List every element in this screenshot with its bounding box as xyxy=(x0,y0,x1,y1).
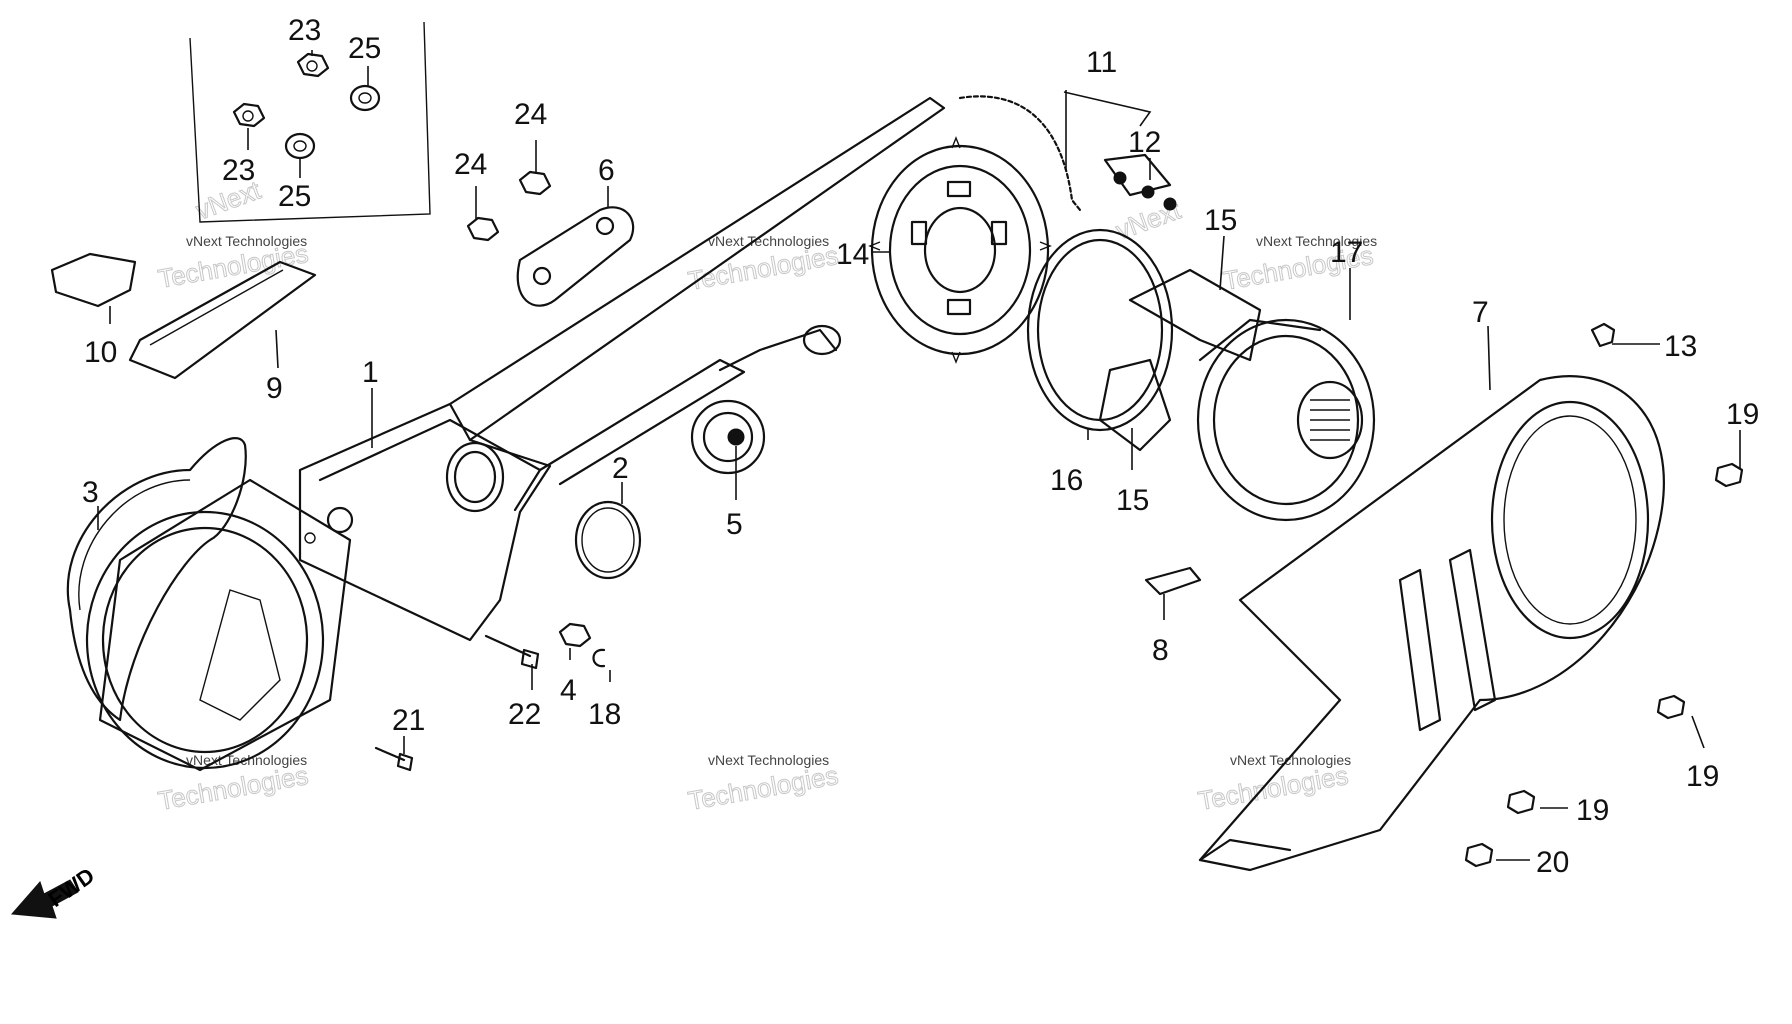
part-8-clip xyxy=(1144,566,1202,596)
part-2-cap xyxy=(574,500,642,580)
callout-21: 21 xyxy=(392,704,425,737)
part-3-gasket xyxy=(66,437,247,722)
watermark-layer: vNext Technologies Technologies vNext Te… xyxy=(155,174,1377,816)
part-1-chain-case xyxy=(298,96,946,642)
part-6-plate xyxy=(516,206,635,307)
fwd-label: FWD xyxy=(44,863,99,912)
callout-2: 2 xyxy=(612,452,629,485)
callout-10: 10 xyxy=(84,336,117,369)
crankcase-cover xyxy=(85,478,352,772)
watermark-small: vNext Technologies xyxy=(708,233,829,249)
callout-18: 18 xyxy=(588,698,621,731)
part-12-master-link xyxy=(1103,153,1177,211)
watermark-small: vNext Technologies xyxy=(1230,752,1351,768)
callout-12: 12 xyxy=(1128,126,1161,159)
part-5-tensioner-roller xyxy=(690,324,842,475)
watermark-big: Technologies xyxy=(156,760,311,816)
callout-19a: 19 xyxy=(1726,398,1759,431)
callout-4: 4 xyxy=(560,674,577,707)
part-7-chain-guard xyxy=(1198,375,1665,872)
watermark-big: Technologies xyxy=(686,760,841,816)
callout-3: 3 xyxy=(82,476,99,509)
fwd-arrow: FWD xyxy=(10,863,99,919)
callout-20: 20 xyxy=(1536,846,1569,879)
callout-24a: 24 xyxy=(514,98,547,131)
watermark-big: Technologies xyxy=(1196,760,1351,816)
part-16-brake-panel xyxy=(1026,228,1174,432)
part-17-hub-drum xyxy=(1196,318,1376,522)
hardware-bracket xyxy=(189,21,431,223)
callout-5: 5 xyxy=(726,508,743,541)
callout-19c: 19 xyxy=(1576,794,1609,827)
callout-1: 1 xyxy=(362,356,379,389)
part-11-chain xyxy=(958,95,1082,212)
watermark-small: vNext Technologies xyxy=(1256,233,1377,249)
callout-25a: 25 xyxy=(348,32,381,65)
callout-17: 17 xyxy=(1330,236,1363,269)
callout-13: 13 xyxy=(1664,330,1697,363)
callout-15a: 15 xyxy=(1204,204,1237,237)
callout-7: 7 xyxy=(1472,296,1489,329)
callout-19b: 19 xyxy=(1686,760,1719,793)
callout-11: 11 xyxy=(1086,46,1117,79)
hardware-parts xyxy=(232,52,1744,868)
part-10-cap xyxy=(50,252,137,308)
leader-lines xyxy=(97,50,1741,861)
part-15-brake-shoes xyxy=(1098,268,1262,452)
callout-24b: 24 xyxy=(454,148,487,181)
callout-25b: 25 xyxy=(278,180,311,213)
callout-14: 14 xyxy=(836,238,869,271)
callout-9: 9 xyxy=(266,372,283,405)
callout-6: 6 xyxy=(598,154,615,187)
callout-23b: 23 xyxy=(222,154,255,187)
watermark-small: vNext Technologies xyxy=(186,233,307,249)
callout-23a: 23 xyxy=(288,14,321,47)
callout-8: 8 xyxy=(1152,634,1169,667)
callout-16: 16 xyxy=(1050,464,1083,497)
callout-22: 22 xyxy=(508,698,541,731)
callout-labels: 1 2 3 4 5 6 7 8 9 10 11 12 13 14 15 15 1… xyxy=(82,14,1759,879)
part-9-guide xyxy=(128,260,317,380)
part-14-sprocket xyxy=(868,136,1052,364)
watermark-small: vNext Technologies xyxy=(708,752,829,768)
callout-15b: 15 xyxy=(1116,484,1149,517)
